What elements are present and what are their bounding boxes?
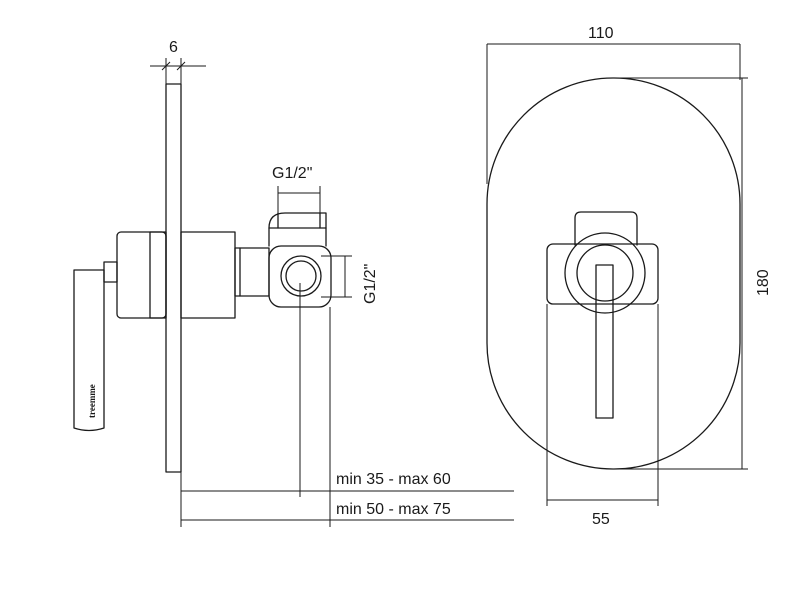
dim-plate-width: 110 xyxy=(486,25,741,184)
front-view: 110 180 55 xyxy=(486,25,772,528)
dim-depth-outer: min 50 - max 75 xyxy=(181,501,514,521)
dim-top-outlet: G1/2" xyxy=(272,165,321,213)
dim-plate-width-label: 110 xyxy=(588,25,614,42)
front-handle-ring-inner xyxy=(576,244,634,302)
dim-depth-outer-label: min 50 - max 75 xyxy=(336,501,451,518)
front-handle-ring-outer xyxy=(564,232,646,314)
front-handle-lever xyxy=(595,264,614,419)
side-view: 6 treemme xyxy=(73,39,514,527)
dim-plate-thickness-label: 6 xyxy=(169,39,178,56)
handle-flange xyxy=(149,231,167,319)
dim-plate-height: 180 xyxy=(612,77,772,470)
cover-plate xyxy=(486,77,741,470)
dim-handle-width: 55 xyxy=(546,304,659,528)
dim-plate-thickness: 6 xyxy=(150,39,206,84)
dim-side-outlet: G1/2" xyxy=(321,255,379,304)
dim-depth-inner: min 35 - max 60 xyxy=(181,471,514,492)
dim-side-outlet-label: G1/2" xyxy=(362,264,379,304)
dim-depth-inner-label: min 35 - max 60 xyxy=(336,471,451,488)
handle-lever: treemme xyxy=(73,269,105,432)
dim-handle-width-label: 55 xyxy=(592,511,610,528)
front-handle xyxy=(546,211,659,419)
front-handle-body xyxy=(546,243,659,305)
side-outlet xyxy=(280,255,322,297)
rear-cartridge xyxy=(180,231,236,319)
wall-plate xyxy=(165,83,182,473)
handle-shaft xyxy=(103,261,118,283)
handle-body xyxy=(116,231,167,319)
dim-top-outlet-label: G1/2" xyxy=(272,165,312,182)
dim-plate-height-label: 180 xyxy=(755,269,772,296)
handle-logo: treemme xyxy=(87,384,97,418)
